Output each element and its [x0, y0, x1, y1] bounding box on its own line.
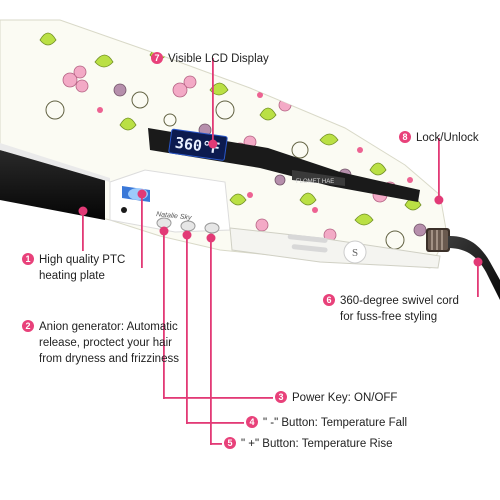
callout-temp-fall: 4" -" Button: Temperature Fall	[246, 415, 407, 431]
lock-slider[interactable]	[287, 234, 328, 253]
svg-text:FLOMET HAE: FLOMET HAE	[296, 179, 334, 185]
brand-label: Natalie Sky	[156, 211, 192, 222]
floral-pattern	[39, 32, 427, 258]
heating-plate	[0, 150, 105, 220]
callout-lines	[78, 58, 483, 445]
swivel-cap[interactable]	[426, 228, 450, 252]
minus-button[interactable]	[180, 220, 196, 232]
brand-badge: S	[343, 240, 367, 264]
svg-text:S: S	[352, 247, 358, 259]
plus-button[interactable]	[204, 222, 220, 234]
control-buttons	[156, 217, 220, 234]
power-cord	[448, 235, 500, 300]
callout-temp-rise: 5" +" Button: Temperature Rise	[224, 436, 392, 452]
lower-grip	[229, 227, 441, 269]
sensor-icon	[121, 207, 127, 213]
